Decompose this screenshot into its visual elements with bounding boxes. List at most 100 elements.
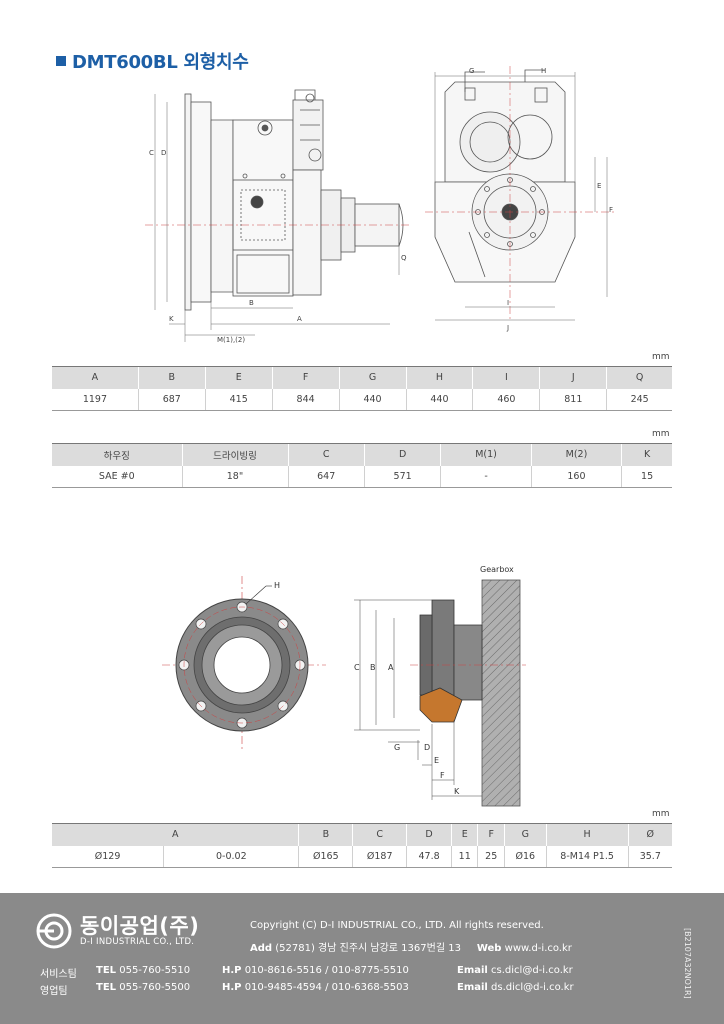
table-cell: 47.8 <box>406 845 452 868</box>
sales-email-value[interactable]: ds.dicl@d-i.co.kr <box>491 982 574 993</box>
table-cell: Ø16 <box>503 845 547 868</box>
service-hp-value[interactable]: 010-8616-5516 / 010-8775-5510 <box>244 965 409 976</box>
company-logo-icon <box>36 913 72 949</box>
sales-email: Email ds.dicl@d-i.co.kr <box>457 982 574 993</box>
table-cell: 245 <box>606 388 672 411</box>
email-label: Email <box>457 982 488 993</box>
table-header-cell: C <box>287 443 365 466</box>
table-header-cell: K <box>621 443 672 466</box>
dim-b-label: B <box>249 299 254 307</box>
table-header-cell: M(2) <box>530 443 622 466</box>
dim-a-label: A <box>297 315 302 323</box>
address-value: (52781) 경남 진주시 남강로 1367번길 13 <box>275 943 461 954</box>
coupling-section-drawing: Gearbox C B A G D E F K <box>354 565 526 807</box>
table-header-cell: M(1) <box>440 443 532 466</box>
table-cell: SAE #0 <box>52 465 182 488</box>
table-cell: 8-M14 P1.5 <box>545 845 629 868</box>
table-header-cell: 하우징 <box>52 443 182 466</box>
service-email: Email cs.dicl@d-i.co.kr <box>457 965 573 976</box>
web-link[interactable]: www.d-i.co.kr <box>504 943 572 954</box>
table-header-cell: H <box>405 366 473 389</box>
table-cell: 415 <box>204 388 273 411</box>
document-code: [B2107A32NO1R] <box>683 927 692 999</box>
sales-team-label: 영업팀 <box>40 986 68 997</box>
section-k-label: K <box>454 787 460 796</box>
table-header-cell: A <box>52 366 139 389</box>
table-header-cell: 드라이빙링 <box>181 443 288 466</box>
table-cell: 15 <box>621 465 672 488</box>
table-cell: 18" <box>181 465 288 488</box>
dim-d-label: D <box>161 149 166 157</box>
table-cell: Ø187 <box>352 845 407 868</box>
dim-e-label: E <box>597 182 601 190</box>
table-header-cell: Q <box>606 366 672 389</box>
company-name-en: D-I INDUSTRIAL CO., LTD. <box>80 937 195 947</box>
section-g-label: G <box>394 743 400 752</box>
table-header-row: A B C D E F G H Ø <box>52 823 672 846</box>
dim-c-label: C <box>149 149 154 157</box>
coupling-table: A B C D E F G H Ø Ø129 0-0.02 Ø165 Ø187 … <box>52 823 672 868</box>
gearbox-label: Gearbox <box>480 565 514 574</box>
coupling-front-drawing: H <box>162 576 326 752</box>
table-header-cell: F <box>477 823 505 846</box>
table-header-cell: F <box>271 366 340 389</box>
table-cell: 687 <box>137 388 206 411</box>
table-cell: 460 <box>472 388 540 411</box>
table-cell: 0-0.02 <box>163 845 299 868</box>
dim-k-label: K <box>169 315 174 323</box>
table-cell: 647 <box>287 465 365 488</box>
table-row: SAE #0 18" 647 571 - 160 15 <box>52 465 672 488</box>
section-f-label: F <box>440 771 445 780</box>
table-header-cell: C <box>352 823 407 846</box>
table-cell: 11 <box>450 845 478 868</box>
table-cell: 160 <box>530 465 622 488</box>
table2-unit: mm <box>652 429 670 439</box>
table-cell: Ø129 <box>52 845 164 868</box>
front-view-drawing: G H E F I J <box>425 66 615 332</box>
table-row: 1197 687 415 844 440 440 460 811 245 <box>52 388 672 411</box>
dim-q-label: Q <box>401 254 407 262</box>
table-header-cell: Ø <box>627 823 672 846</box>
table-cell: 35.7 <box>627 845 672 868</box>
table-row: Ø129 0-0.02 Ø165 Ø187 47.8 11 25 Ø16 8-M… <box>52 845 672 868</box>
sales-hp-value[interactable]: 010-9485-4594 / 010-6368-5503 <box>244 982 409 993</box>
table-header-cell: D <box>406 823 452 846</box>
service-tel-value[interactable]: 055-760-5510 <box>119 965 191 976</box>
title-bullet <box>56 56 66 66</box>
table-header-cell: E <box>204 366 273 389</box>
table-cell: 25 <box>477 845 505 868</box>
sales-tel: TEL 055-760-5500 <box>96 982 190 993</box>
table-header-row: A B E F G H I J Q <box>52 366 672 389</box>
service-email-value[interactable]: cs.dicl@d-i.co.kr <box>491 965 573 976</box>
company-name-ko: 동이공업(주) <box>80 914 200 938</box>
service-team-label: 서비스팀 <box>40 969 77 980</box>
table-cell: Ø165 <box>298 845 353 868</box>
section-d-label: D <box>424 743 430 752</box>
table-cell: 440 <box>338 388 406 411</box>
table-header-row: 하우징 드라이빙링 C D M(1) M(2) K <box>52 443 672 466</box>
dim-i-label: I <box>507 299 509 307</box>
table-header-cell: B <box>298 823 353 846</box>
page-title-text: DMT600BL 외형치수 <box>72 52 249 73</box>
table-cell: 811 <box>539 388 607 411</box>
table-cell: 440 <box>405 388 473 411</box>
table-header-cell: J <box>539 366 607 389</box>
table-header-cell: E <box>450 823 478 846</box>
service-tel: TEL 055-760-5510 <box>96 965 190 976</box>
dim-g-label: G <box>469 67 474 75</box>
table-header-cell: A <box>52 823 299 846</box>
dimension-table-2: 하우징 드라이빙링 C D M(1) M(2) K SAE #0 18" 647… <box>52 443 672 488</box>
table-cell: 1197 <box>52 388 139 411</box>
section-a-label: A <box>388 663 394 672</box>
sales-hp: H.P 010-9485-4594 / 010-6368-5503 <box>222 982 409 993</box>
dim-h-label: H <box>541 67 546 75</box>
service-hp: H.P 010-8616-5516 / 010-8775-5510 <box>222 965 409 976</box>
table-header-cell: G <box>503 823 547 846</box>
section-b-label: B <box>370 663 376 672</box>
sales-tel-value[interactable]: 055-760-5500 <box>119 982 191 993</box>
table-cell: 571 <box>363 465 441 488</box>
table3-unit: mm <box>652 809 670 819</box>
address-line: Add (52781) 경남 진주시 남강로 1367번길 13 Web www… <box>250 939 572 954</box>
coupling-h-label: H <box>274 581 280 590</box>
company-logo: 동이공업(주) D-I INDUSTRIAL CO., LTD. <box>36 913 199 949</box>
